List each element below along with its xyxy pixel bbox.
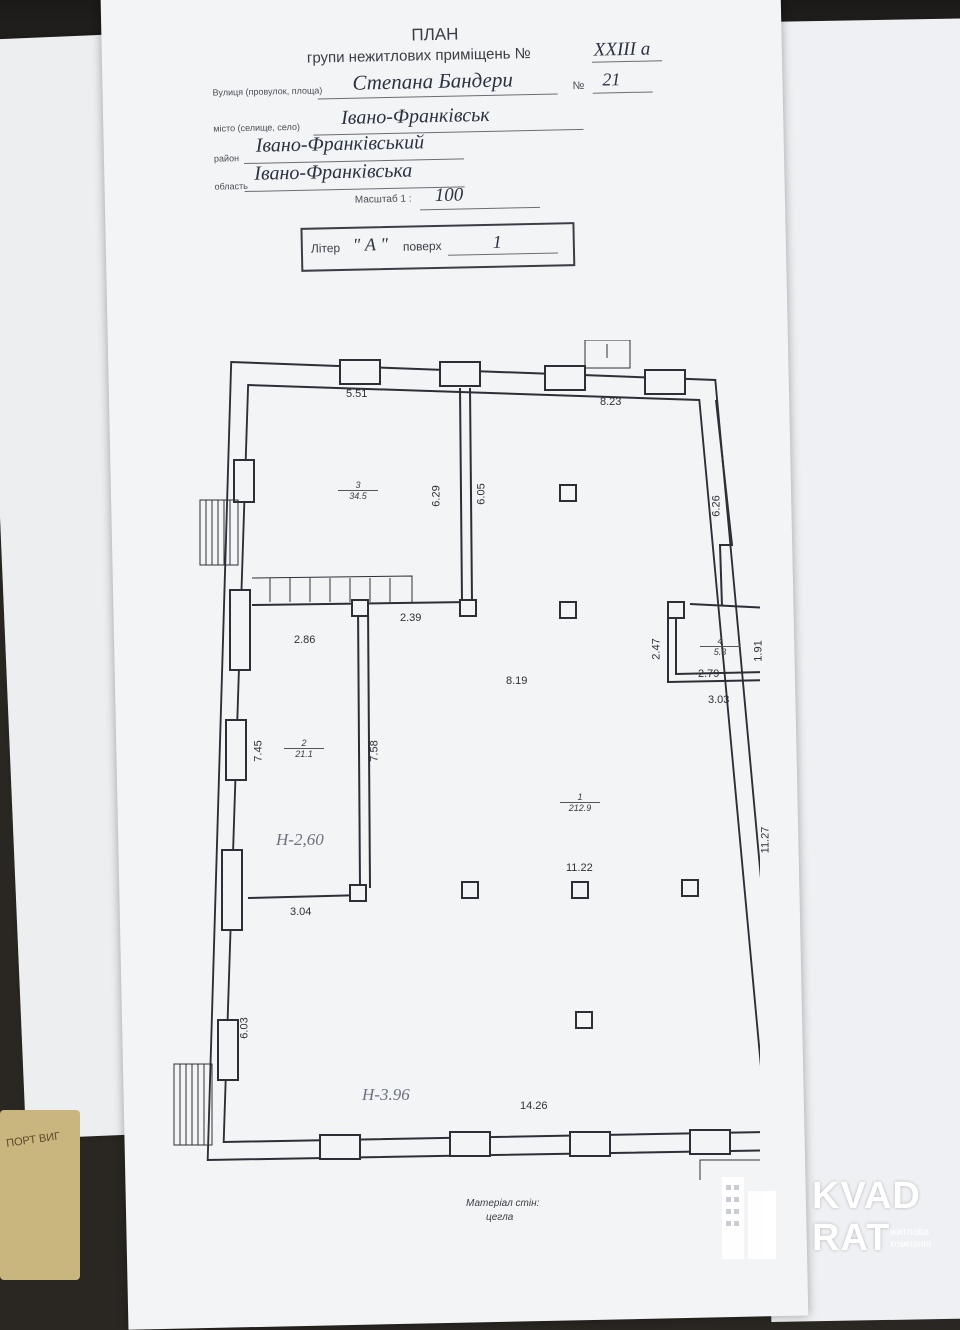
district-value: Івано-Франківський	[255, 131, 425, 157]
floor-plan	[173, 340, 760, 1180]
column	[461, 881, 479, 899]
liter-value: " А "	[352, 234, 389, 255]
dim-5.51: 5.51	[346, 388, 368, 400]
liter-label: Літер	[310, 241, 341, 256]
dim-14.26: 14.26	[520, 1100, 548, 1112]
outer-wall	[206, 360, 760, 1162]
dim-6.05: 6.05	[475, 483, 488, 505]
logo-line1: KVAD	[812, 1175, 921, 1217]
dim-6.29: 6.29	[430, 485, 443, 507]
kvadrat-logo: KVAD RAT житлова компанія	[720, 1165, 950, 1265]
room-4-number: 4	[717, 636, 723, 646]
wall-material-value: цегла	[486, 1212, 514, 1223]
street-value: Степана Бандери	[352, 67, 514, 95]
window-bottom-2	[449, 1131, 491, 1157]
column	[667, 601, 685, 619]
column	[575, 1011, 593, 1029]
district-label: район	[213, 153, 240, 164]
floor-value: 1	[492, 231, 502, 252]
stamp: ПОРТ ВИГ	[0, 1110, 80, 1280]
partition-room3-right	[459, 387, 463, 603]
region-value: Івано-Франківська	[254, 159, 413, 185]
wall-material-label: Матеріал стін:	[466, 1198, 540, 1209]
window-top-4	[644, 369, 686, 395]
logo-line2: RAT	[812, 1217, 891, 1259]
logo-sub1: житлова	[890, 1227, 929, 1238]
window-bottom-4	[689, 1129, 731, 1155]
stairs-inner	[251, 575, 413, 602]
dim-7.45: 7.45	[252, 740, 265, 762]
dim-3.03: 3.03	[708, 694, 730, 706]
window-bottom-3	[569, 1131, 611, 1157]
column	[571, 881, 589, 899]
room4-walls	[667, 602, 760, 684]
group-number: XXIII а	[593, 38, 651, 61]
partition-room2-right	[357, 604, 361, 889]
room-2-number: 2	[301, 738, 307, 748]
column	[459, 599, 477, 617]
column	[351, 599, 369, 617]
dim-6.26: 6.26	[710, 495, 723, 517]
entrance-top	[584, 340, 631, 369]
room-2-area: 21.1	[284, 748, 324, 759]
floor-box: Літер " А " поверх 1	[300, 222, 576, 272]
column	[559, 484, 577, 502]
stairs-left-bottom	[173, 1063, 213, 1146]
stamp-text: ПОРТ ВИГ	[5, 1130, 61, 1150]
street-label: Вулиця (провулок, площа)	[212, 85, 323, 98]
scale-label: Масштаб 1 :	[354, 193, 412, 206]
dim-2.79: 2.79	[698, 668, 720, 680]
window-top-2	[439, 361, 481, 387]
column	[681, 879, 699, 897]
plan-subtitle: групи нежитлових приміщень №	[306, 44, 531, 67]
partition-room3-right-b	[469, 387, 473, 603]
dim-7.58: 7.58	[368, 740, 381, 762]
city-value: Івано-Франківськ	[340, 103, 490, 129]
dim-2.86: 2.86	[294, 634, 316, 646]
room-4-area: 5.3	[700, 646, 740, 657]
height-room2: Н-2,60	[276, 830, 324, 849]
room-1-area: 212.9	[560, 802, 600, 813]
window-left-3	[225, 719, 247, 781]
window-top-1	[339, 359, 381, 385]
dim-11.22: 11.22	[566, 862, 593, 874]
inner-wall	[222, 383, 760, 1144]
room-1-number: 1	[577, 792, 583, 802]
plan-title: ПЛАН	[411, 24, 459, 45]
right-notch	[715, 399, 734, 607]
entrance-bottom	[699, 1159, 760, 1180]
height-room1: Н-3.96	[362, 1085, 410, 1104]
window-left-5	[217, 1019, 239, 1081]
room-3-area: 34.5	[338, 490, 378, 501]
column	[559, 601, 577, 619]
window-left-1	[233, 459, 255, 503]
dim-11.27: 11.27	[759, 826, 772, 854]
dim-3.04: 3.04	[290, 906, 312, 918]
region-label: область	[214, 180, 248, 192]
number-label: №	[572, 79, 585, 93]
logo-sub2: компанія	[890, 1239, 932, 1250]
column	[349, 884, 367, 902]
room4-inner	[675, 608, 760, 676]
dim-2.39: 2.39	[400, 612, 422, 624]
dim-1.91: 1.91	[752, 640, 765, 662]
dim-2.47: 2.47	[650, 638, 663, 660]
window-left-2	[229, 589, 251, 671]
room-3-number: 3	[355, 480, 361, 490]
window-bottom-1	[319, 1134, 361, 1160]
number-value: 21	[602, 69, 621, 90]
window-top-3	[544, 365, 586, 391]
dim-8.23: 8.23	[600, 396, 622, 408]
dim-6.03: 6.03	[238, 1017, 251, 1039]
building-icon	[722, 1177, 776, 1259]
city-label: місто (селище, село)	[213, 121, 301, 134]
floor-label: поверх	[402, 238, 442, 254]
dim-8.19: 8.19	[506, 675, 528, 687]
scale-value: 100	[434, 184, 464, 207]
partition-room2-right-b	[367, 604, 371, 889]
window-left-4	[221, 849, 243, 931]
partition-room2-bottom	[247, 894, 366, 899]
stairs-left-top	[199, 499, 239, 566]
